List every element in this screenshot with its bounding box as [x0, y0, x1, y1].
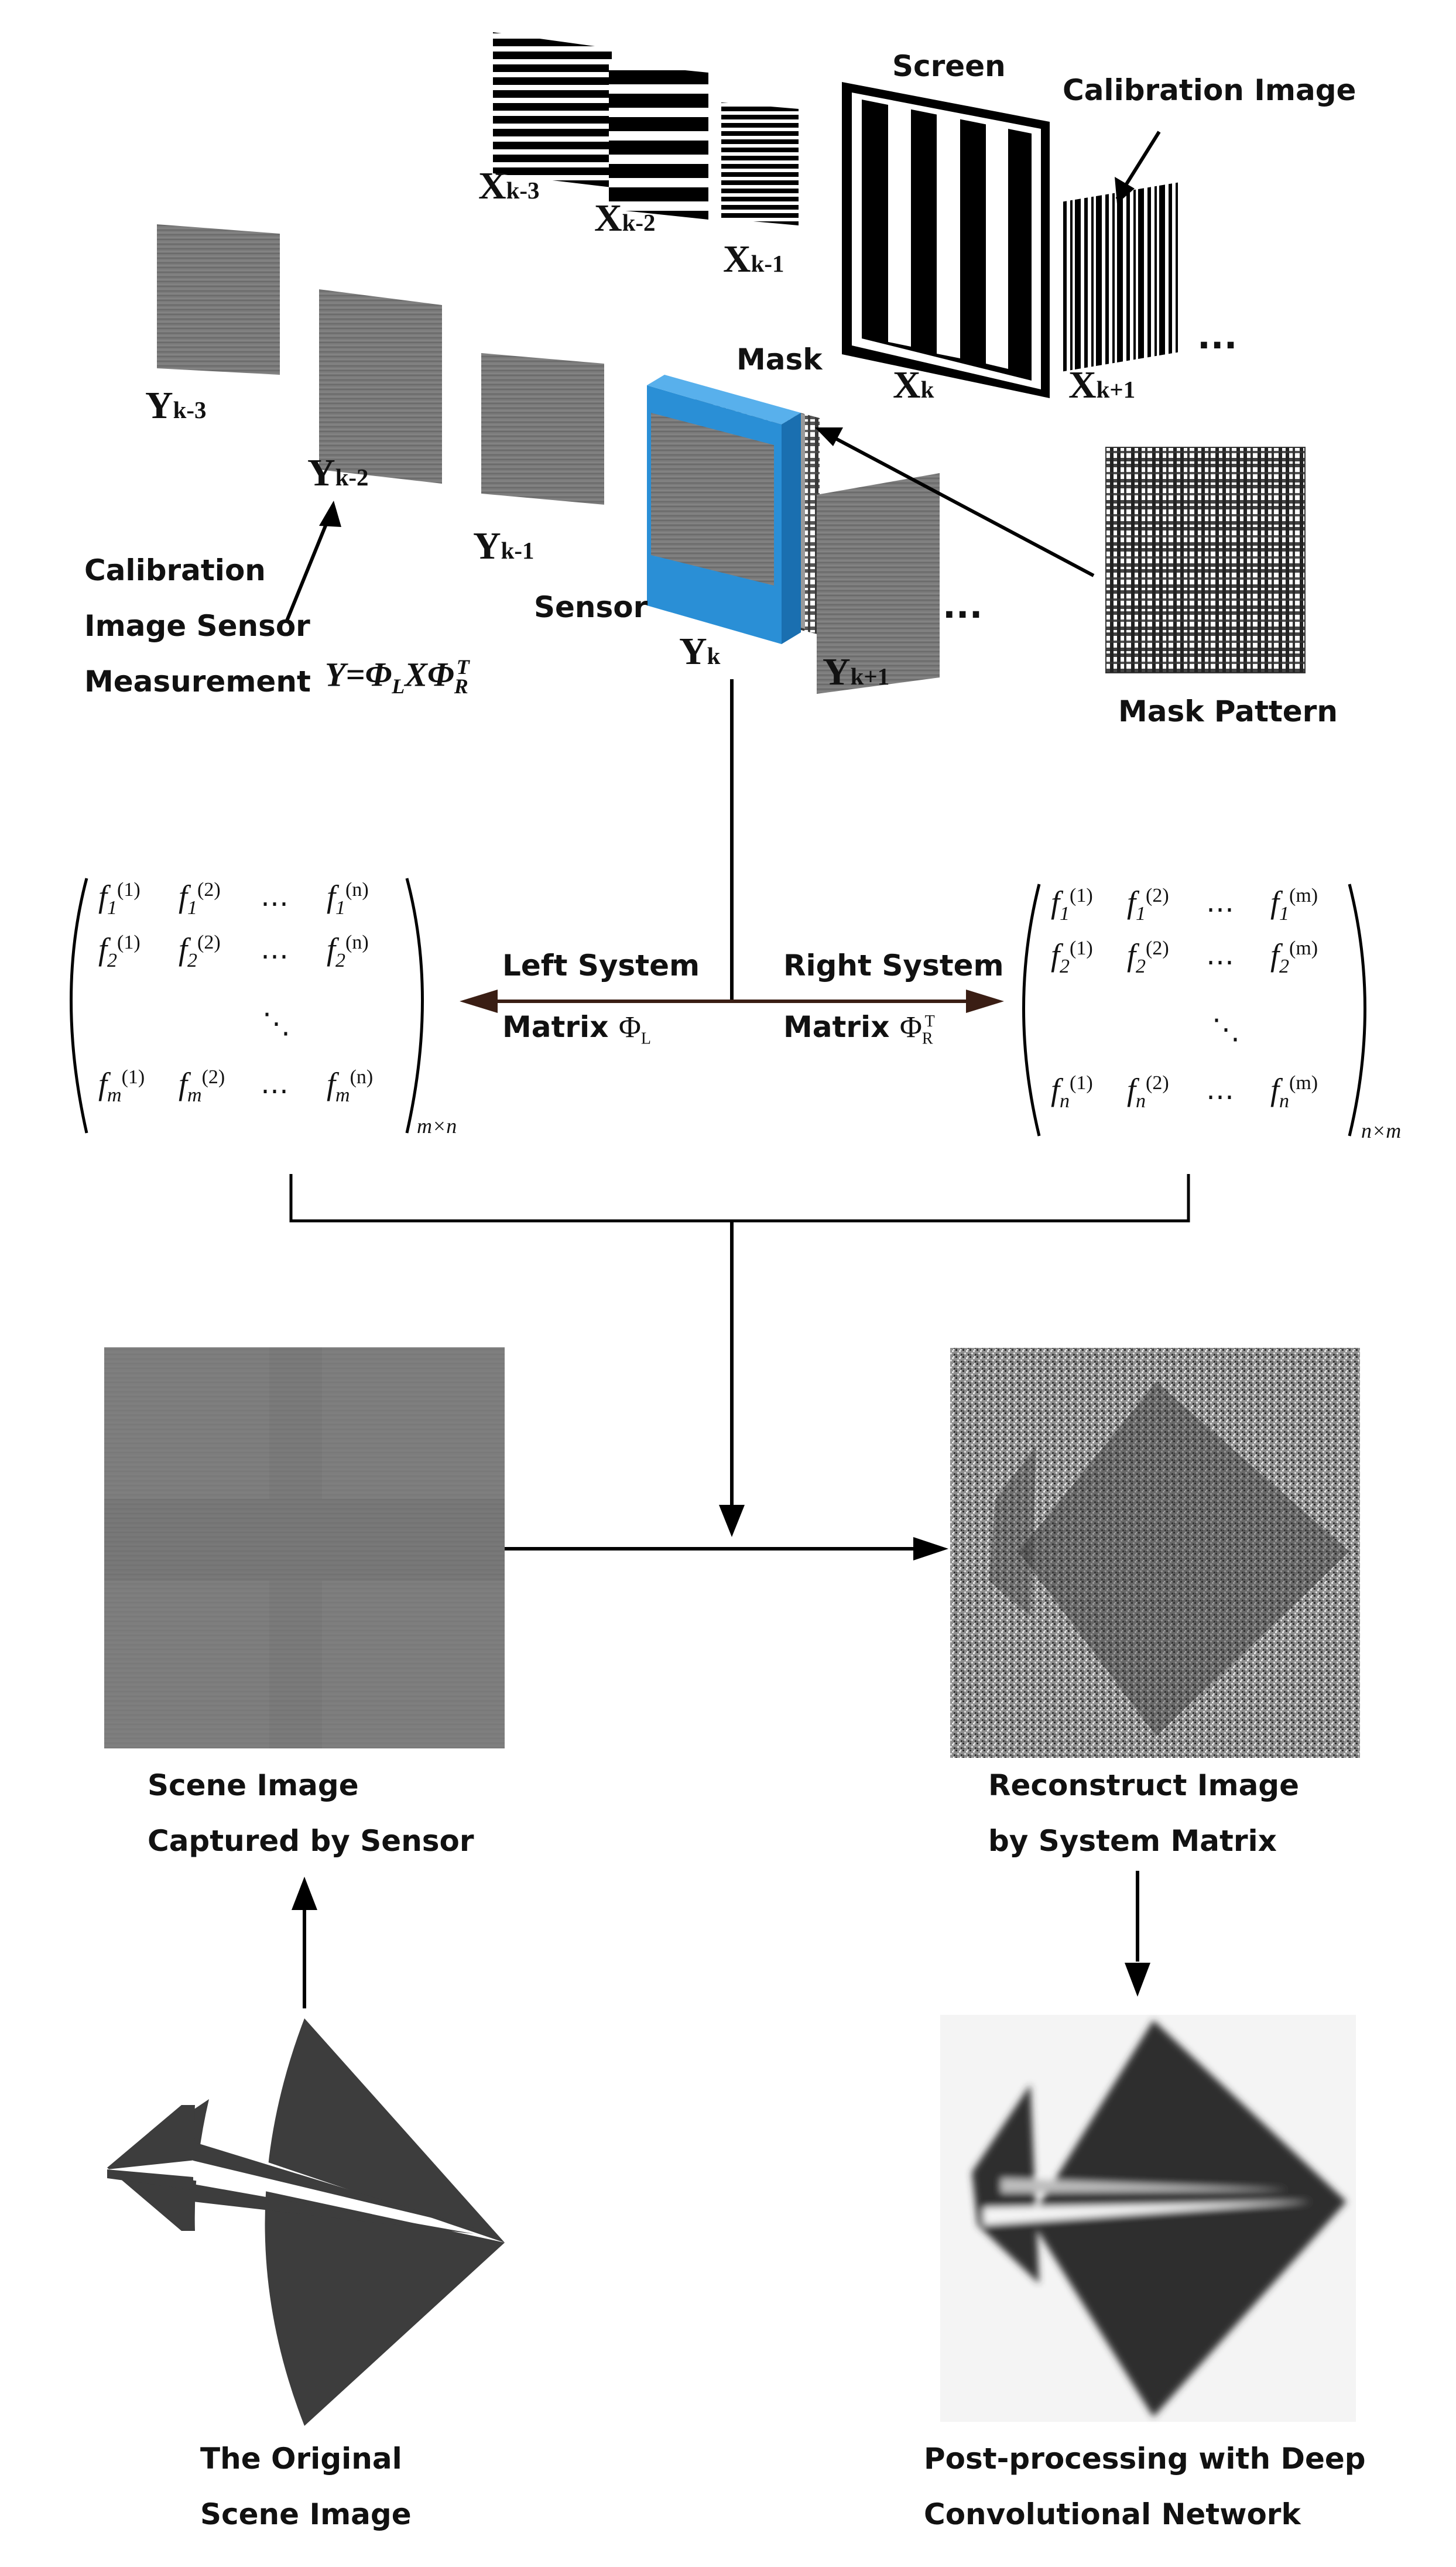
matrix-left-cell: f2(2) [179, 932, 221, 971]
matrix-right-cell: f2(m) [1270, 937, 1318, 977]
matrix-right-cell: fn(2) [1127, 1072, 1169, 1112]
original-label-line1: The Original [200, 2442, 402, 2476]
mask-pattern-label: Mask Pattern [1118, 694, 1338, 728]
right-system-arrowhead [966, 990, 1004, 1013]
matrix-right-cell: f1(m) [1270, 885, 1318, 925]
x-k-symbol: Xk [893, 364, 934, 406]
measurement-formula: Y=ΦLXΦRT [325, 655, 470, 698]
original-label-line2: Scene Image [200, 2497, 412, 2531]
x-km1-symbol: Xk-1 [723, 238, 784, 280]
matrix-left-cell: f2(n) [327, 932, 369, 971]
matrix-right-cell: fn(1) [1051, 1072, 1093, 1112]
scene-captured-image [104, 1347, 505, 1748]
y-km2-symbol: Yk-2 [307, 451, 369, 494]
original-up-arrowhead [292, 1877, 317, 1910]
screen-display [842, 82, 1050, 398]
measurement-y-km3 [157, 224, 280, 375]
reconstruct-image [950, 1348, 1360, 1758]
matrix-right-close-paren [1348, 884, 1366, 1137]
calibration-label-line1: Calibration [84, 553, 266, 587]
matrix-left-hdots: ⋯ [261, 887, 289, 920]
left-system-label: Left System [502, 949, 700, 983]
calibration-label-line3: Measurement [84, 665, 311, 699]
matrix-right-ddots: ⋱ [1212, 1013, 1240, 1046]
join-down-arrowhead [719, 1505, 745, 1537]
matrix-right-hdots: ⋯ [1206, 946, 1234, 978]
matrix-right-cell: f2(1) [1051, 937, 1093, 977]
scene-captured-label-line1: Scene Image [148, 1768, 359, 1802]
mask-arrowhead [815, 427, 843, 446]
reconstruct-label-line2: by System Matrix [988, 1824, 1277, 1858]
matrix-right-cell: f1(2) [1127, 885, 1169, 925]
x-km2-symbol: Xk-2 [594, 197, 656, 239]
calibration-image-x-km3 [493, 32, 612, 187]
measurement-arrowhead [319, 501, 341, 527]
sensor-block [647, 375, 820, 644]
matrix-right-cell: f2(2) [1127, 937, 1169, 977]
postprocessed-image [940, 2015, 1356, 2422]
calibration-image-x-km1 [721, 102, 799, 225]
matrix-left-cell: fm(n) [327, 1066, 374, 1106]
matrix-right-cell: fn(m) [1270, 1072, 1318, 1112]
matrix-left-close-paren [405, 878, 424, 1134]
y-k-symbol: Yk [679, 630, 721, 673]
calibration-image-label: Calibration Image [1063, 73, 1356, 107]
matrix-left-cell: f1(2) [179, 879, 221, 919]
sensor-label: Sensor [534, 590, 648, 624]
matrix-left-size: m×n [417, 1114, 457, 1138]
ellipsis-top: ... [1197, 316, 1238, 357]
postproc-down-arrowhead [1125, 1963, 1150, 1997]
mask-label: Mask [736, 343, 823, 377]
postproc-label-line2: Convolutional Network [924, 2497, 1301, 2531]
left-system-arrowhead [460, 990, 498, 1013]
mask-pattern-image [1105, 447, 1306, 673]
calibration-image-x-kp1 [1061, 182, 1180, 372]
measurement-y-km1 [481, 353, 604, 505]
left-matrix-label: Matrix ΦL [502, 1010, 651, 1048]
original-scene-image [107, 2018, 505, 2426]
matrix-left-ddots: ⋱ [262, 1007, 290, 1040]
y-km3-symbol: Yk-3 [145, 384, 207, 427]
matrix-right-size: n×m [1361, 1119, 1402, 1142]
measurement-y-km2 [319, 289, 442, 484]
matrix-left-cell: fm(1) [98, 1066, 145, 1106]
matrix-left-hdots: ⋯ [261, 940, 289, 973]
matrix-right-cell: f1(1) [1051, 885, 1093, 925]
matrix-right-hdots: ⋯ [1206, 1080, 1234, 1113]
calibration-image-arrowhead [1115, 177, 1135, 204]
reconstruct-flow-arrowhead [913, 1537, 948, 1560]
postproc-label-line1: Post-processing with Deep [924, 2442, 1366, 2476]
measurement-pointer [285, 519, 330, 622]
matrix-right-open-paren [1022, 884, 1041, 1137]
matrix-left-cell: f1(n) [327, 879, 369, 919]
matrix-left-hdots: ⋯ [261, 1074, 289, 1107]
y-km1-symbol: Yk-1 [473, 525, 535, 567]
calibration-image-x-km2 [609, 63, 708, 220]
matrix-left-cell: f2(1) [98, 932, 141, 971]
matrix-left-cell: f1(1) [98, 879, 141, 919]
y-kp1-symbol: Yk+1 [823, 651, 890, 693]
matrix-left-open-paren [70, 878, 88, 1134]
measurement-y-kp1 [817, 473, 940, 694]
reconstruct-label-line1: Reconstruct Image [988, 1768, 1300, 1802]
matrix-join-bracket [289, 1174, 1190, 1223]
x-km3-symbol: Xk-3 [478, 165, 540, 207]
x-kp1-symbol: Xk+1 [1068, 364, 1136, 406]
screen-label: Screen [892, 49, 1006, 83]
matrix-right-hdots: ⋯ [1206, 893, 1234, 926]
calibration-label-line2: Image Sensor [84, 609, 310, 643]
right-matrix-label: Matrix ΦRT [783, 1010, 935, 1048]
mask-pointer [830, 434, 1095, 577]
matrix-left-cell: fm(2) [179, 1066, 225, 1106]
right-system-label: Right System [783, 949, 1004, 983]
scene-captured-label-line2: Captured by Sensor [148, 1824, 474, 1858]
ellipsis-middle: ... [943, 586, 983, 627]
